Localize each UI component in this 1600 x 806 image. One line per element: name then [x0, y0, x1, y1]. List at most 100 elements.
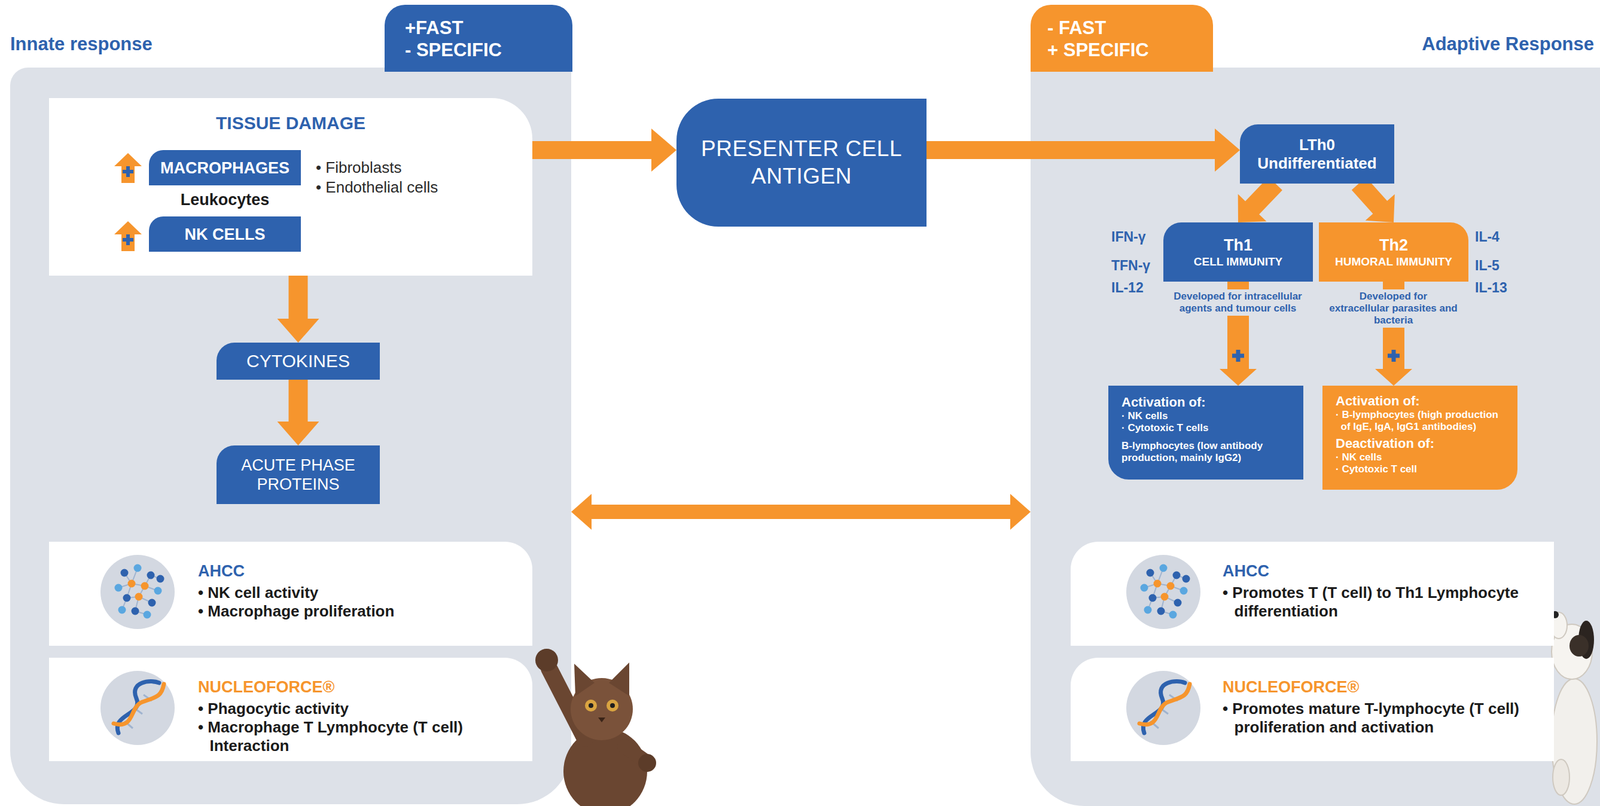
increase-icon [114, 221, 142, 252]
molecule-icon-part [135, 593, 143, 602]
flow-arrow [277, 379, 320, 446]
product-name: AHCC [1222, 561, 1522, 582]
process-box: ACUTE PHASE PROTEINS [216, 445, 380, 505]
molecule-icon-part [1169, 611, 1178, 620]
molecule-icon-part [128, 580, 136, 588]
box-title: PRESENTER CELL ANTIGEN [686, 135, 917, 191]
flow-arrow [1238, 177, 1283, 223]
effect-item: · Cytotoxic T cells [1121, 422, 1295, 435]
increase-icon [114, 153, 142, 184]
cat-illustration-part [535, 648, 559, 672]
benefit-item: • Phagocytic activity [197, 699, 521, 719]
cat-illustration-part [606, 699, 619, 712]
cat-illustration-part [588, 703, 594, 709]
dog-illustration-part [1569, 635, 1589, 657]
molecule-icon-part [147, 571, 155, 580]
molecule-icon-part [1172, 571, 1181, 580]
dna-icon-part [1139, 684, 1190, 725]
cat-illustration-part [584, 699, 597, 712]
molecule-icon-part [156, 575, 165, 584]
cell-name: Th2 [1379, 235, 1408, 255]
molecule-icon-part [1174, 599, 1182, 608]
process-box: TISSUE DAMAGE Leukocytes • Fibroblasts• En… [49, 98, 533, 276]
benefit-item: • Macrophage proliferation [197, 602, 521, 621]
list-item: • Endothelial cells [315, 177, 438, 197]
flow-arrow [1375, 281, 1413, 386]
cytokine-label: TFN-γ [1111, 257, 1151, 274]
region-panel: Adaptive ResponseLTh0UndifferentiatedTh1… [1030, 67, 1600, 806]
molecule-icon-part [131, 607, 140, 616]
supplement-box: AHCC• Promotes T (T cell) to Th1 Lymphoc… [1070, 541, 1554, 646]
dna-icon [100, 671, 175, 746]
increase-icon-part [114, 153, 142, 184]
dog-illustration-part [1552, 759, 1570, 796]
flow-arrow [532, 128, 677, 172]
cell-name: Th1 [1223, 235, 1253, 255]
molecule-icon-part [118, 606, 127, 615]
box-title: TISSUE DAMAGE [49, 112, 533, 134]
speed-tab: - FAST+ SPECIFIC [1030, 4, 1214, 72]
molecule-icon-part [154, 587, 163, 596]
molecule-icon-part [1144, 606, 1152, 615]
note-text: Developed for extracellular parasites an… [1329, 289, 1458, 328]
cell-name: NK CELLS [184, 224, 266, 245]
region-panel: Innate responseTISSUE DAMAGELeukocytes• … [10, 67, 572, 805]
benefit-item: • NK cell activity [197, 583, 521, 603]
dog-illustration [1550, 611, 1598, 805]
effect-item: · NK cells [1121, 410, 1295, 423]
tab-text: + SPECIFIC [1047, 38, 1208, 62]
effect-item: B-lymphocytes (low antibody production, … [1121, 440, 1295, 465]
cell-name: LTh0 [1299, 135, 1336, 155]
molecule-icon-part [1153, 580, 1162, 588]
effect-item: · Cytotoxic T cell [1335, 463, 1510, 476]
molecule-icon-part [1160, 593, 1169, 602]
cell-pill: MACROPHAGES [148, 150, 301, 186]
effect-heading: Activation of: [1335, 392, 1510, 410]
effect-item: · NK cells [1335, 451, 1510, 464]
list-item: • Fibroblasts [315, 157, 402, 178]
cell-pill: NK CELLS [148, 216, 301, 252]
effect-heading: Activation of: [1121, 394, 1295, 411]
cell-box: Th1CELL IMMUNITY [1163, 222, 1313, 282]
immunity-type: HUMORAL IMMUNITY [1335, 254, 1453, 270]
supplement-box: AHCC• NK cell activity• Macrophage proli… [49, 541, 533, 646]
plus-sign [1391, 349, 1397, 362]
dog-illustration-part [1551, 678, 1598, 805]
effect-box: Activation of:· NK cells· Cytotoxic T ce… [1108, 385, 1304, 480]
cell-state: Undifferentiated [1257, 154, 1377, 173]
benefit-item: • Promotes T (T cell) to Th1 Lymphocyte … [1222, 583, 1522, 621]
molecule-icon [1126, 555, 1201, 630]
molecule-icon-part [1146, 569, 1155, 578]
flow-arrow [277, 275, 320, 343]
panel-heading: Adaptive Response [1421, 32, 1595, 56]
cat-illustration [535, 648, 657, 806]
increase-icon-part [126, 166, 130, 178]
molecule-icon-part [143, 611, 152, 620]
cytokine-label: IL-12 [1111, 279, 1144, 297]
flow-arrow [1351, 177, 1395, 223]
molecule-icon-part [1157, 607, 1166, 616]
tab-text: +FAST [404, 16, 567, 39]
cell-name: MACROPHAGES [160, 158, 290, 178]
molecule-icon-part [1159, 564, 1168, 573]
molecule-icon-part [1180, 587, 1188, 596]
tab-text: - FAST [1047, 16, 1208, 39]
group-label: Leukocytes [148, 189, 301, 210]
plus-sign [1236, 349, 1241, 362]
cell-box: LTh0Undifferentiated [1239, 124, 1395, 184]
dna-icon-part [100, 671, 175, 746]
supplement-box: NUCLEOFORCE®• Promotes mature T-lymphocy… [1070, 657, 1554, 762]
process-box: CYTOKINES [216, 342, 380, 380]
tab-text: - SPECIFIC [404, 38, 567, 62]
cat-illustration-part [574, 663, 595, 697]
product-name: NUCLEOFORCE® [197, 677, 521, 698]
product-name: AHCC [197, 561, 521, 582]
flow-arrow [926, 128, 1240, 172]
benefit-item: • Macrophage T Lymphocyte (T cell) Inter… [197, 718, 521, 756]
cytokine-label: IL-5 [1474, 257, 1500, 274]
immunity-type: CELL IMMUNITY [1193, 254, 1283, 270]
molecule-icon-part [114, 584, 123, 593]
effect-item: · B-lymphocytes (high production of IgE,… [1335, 409, 1510, 434]
dna-icon [1126, 671, 1201, 746]
